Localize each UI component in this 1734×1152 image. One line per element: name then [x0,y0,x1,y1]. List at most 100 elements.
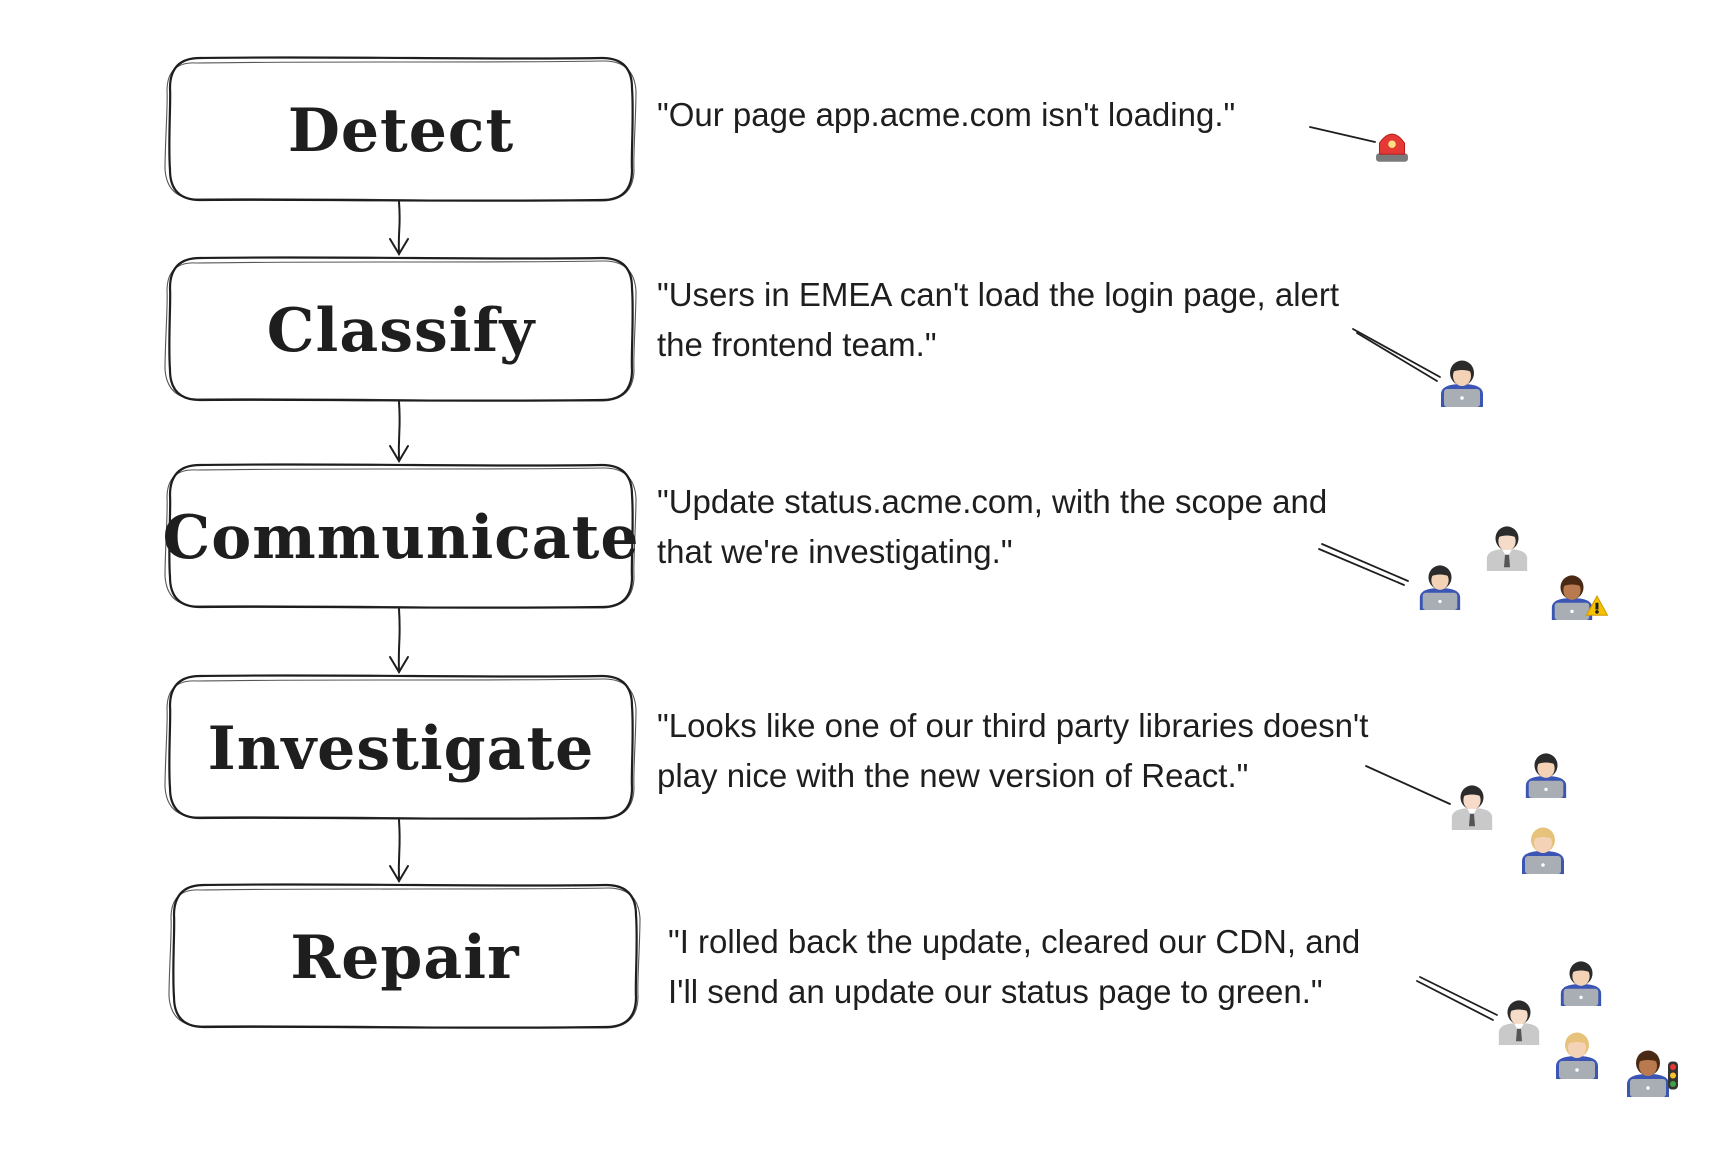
stage-quote-line: that we're investigating." [657,533,1013,570]
necktie [1516,1028,1522,1042]
flow-arrow-shaft [397,201,401,255]
stage-box-sketch-line [164,678,637,820]
warning-mark [1595,602,1599,610]
person-face [1498,531,1516,551]
flow-arrow-head [389,656,409,674]
person-fringe [1462,790,1482,797]
person-laptop-icon [1551,575,1609,621]
office-worker-icon [1498,1000,1540,1046]
traffic-light-amber [1670,1072,1676,1079]
stage-box-outline [168,674,634,820]
person-fringe [1562,580,1582,587]
laptop-logo [1579,995,1583,1000]
person-fringe [1533,832,1553,839]
office-worker-icon [1486,526,1528,572]
traffic-light-icon [1668,1061,1678,1090]
stage-box-sketch-line [164,260,637,402]
person-fringe [1571,966,1591,973]
flow-arrow-head [389,238,409,256]
stage-detect: Detect"Our page app.acme.com isn't loadi… [164,56,1408,202]
person-laptop-icon [1522,827,1564,874]
shirt-collar [1467,808,1477,817]
stage-quote-line: "Users in EMEA can't load the login page… [657,276,1339,313]
stage-quote-line: play nice with the new version of React.… [657,757,1248,794]
person-laptop-icon [1627,1050,1678,1097]
quote-connector-line [1416,980,1494,1021]
participants-group [1376,133,1408,162]
flow-arrow [389,201,409,256]
flow-arrow [389,608,409,674]
stage-box-sketch-line [164,467,637,609]
stage-box-outline [172,883,638,1029]
stage-quote-line: "Update status.acme.com, with the scope … [657,483,1327,520]
person-laptop-icon [1419,565,1461,611]
laptop-logo [1570,609,1574,614]
necktie [1469,813,1475,827]
person-laptop-icon [1560,961,1602,1007]
person-face [1431,570,1449,590]
flow-arrow-shaft [397,819,401,882]
stage-communicate: Communicate "Update status.acme.com, with… [162,463,1609,621]
necktie [1504,554,1510,568]
flow-arrow [389,401,409,463]
person-laptop-icon [1525,753,1567,799]
siren-icon [1376,133,1408,162]
traffic-light-green [1670,1081,1676,1087]
laptop-logo [1646,1086,1650,1090]
stage-repair: Repair"I rolled back the update, cleared… [168,883,1678,1097]
person-fringe [1638,1055,1658,1062]
person-face [1510,1005,1528,1025]
person-fringe [1497,531,1517,538]
person-fringe [1509,1005,1529,1012]
stage-label: Investigate [208,714,595,784]
traffic-light-red [1670,1064,1676,1070]
laptop-logo [1438,599,1442,604]
quote-connector-line [1352,328,1441,378]
stage-box-sketch-line [168,887,641,1029]
quote-connector-line [1321,543,1409,582]
laptop-logo [1541,863,1545,867]
person-face [1534,833,1552,853]
quote-connector-line [1356,332,1438,382]
stage-quote-line: I'll send an update our status page to g… [668,973,1323,1010]
shirt-collar [1514,1023,1524,1032]
quote-connector-line [1419,976,1498,1016]
person-face [1563,580,1581,600]
shirt-collar [1502,549,1512,558]
siren-light [1388,140,1396,149]
person-fringe [1536,758,1556,765]
stage-quote-line: "Looks like one of our third party libra… [657,707,1368,744]
laptop-logo [1460,396,1464,400]
office-worker-icon [1451,785,1493,831]
person-face [1572,966,1590,986]
siren-base [1376,153,1408,162]
flow-arrow-head [389,445,409,463]
person-laptop-icon [1556,1032,1598,1079]
stage-label: Classify [267,296,537,366]
stage-quote-line: the frontend team." [657,326,937,363]
stage-box-outline [168,256,634,402]
person-face [1537,758,1555,778]
stage-investigate: Investigate "Looks like one of our third … [164,674,1567,874]
laptop-logo [1544,787,1548,792]
person-face [1568,1038,1586,1058]
participants-group [1419,526,1609,621]
quote-connector-line [1309,126,1376,143]
person-laptop-icon [1441,360,1483,407]
stage-box-sketch-line [164,60,637,202]
person-fringe [1452,365,1472,372]
stage-label: Communicate [162,503,639,573]
warning-dot [1595,610,1599,614]
laptop-logo [1575,1068,1579,1072]
participants-group [1441,360,1483,407]
person-face [1453,366,1471,386]
stage-box-outline [168,56,634,202]
person-fringe [1567,1037,1587,1044]
person-face [1639,1056,1657,1076]
flow-arrow-head [389,865,409,883]
warning-icon [1585,595,1609,616]
stage-label: Detect [288,96,514,166]
participants-group [1498,961,1678,1097]
flow-arrow-shaft [397,401,401,462]
